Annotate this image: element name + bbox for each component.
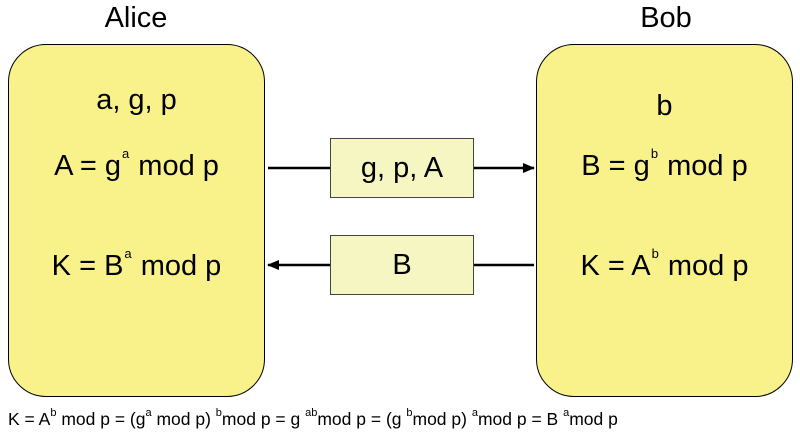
- alice-box: [8, 44, 265, 397]
- alice-title: Alice: [104, 2, 168, 34]
- bob-compute-b: B = gb mod p: [581, 146, 748, 182]
- alice-params: a, g, p: [96, 84, 177, 116]
- bob-box: [536, 44, 793, 397]
- bob-compute-k: K = Ab mod p: [580, 246, 749, 282]
- message-to-alice: B: [330, 235, 474, 295]
- bob-params: b: [656, 90, 673, 122]
- alice-compute-k: K = Ba mod p: [51, 246, 222, 282]
- message-to-bob: g, p, A: [330, 138, 474, 198]
- shared-key-derivation: K = Ab mod p = (ga mod p) bmod p = g abm…: [8, 407, 618, 429]
- bob-title: Bob: [640, 2, 692, 34]
- alice-compute-a: A = ga mod p: [54, 146, 219, 182]
